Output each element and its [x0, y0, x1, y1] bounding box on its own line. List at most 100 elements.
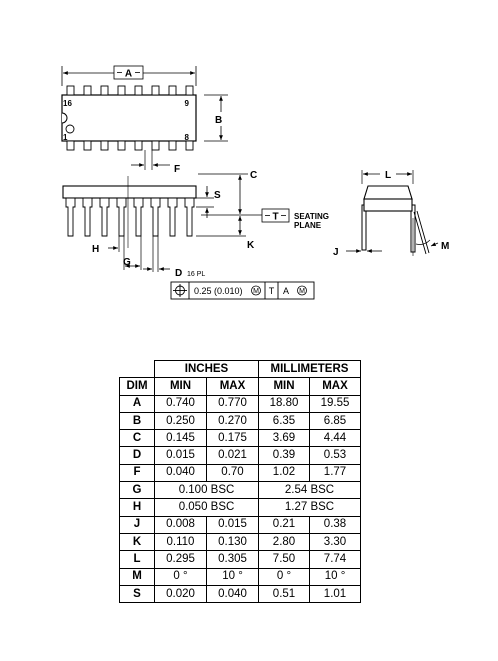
- dim-k-label: K: [247, 240, 255, 251]
- cell-mm-min: 7.50: [258, 550, 310, 569]
- group-header-inches: INCHES: [154, 359, 259, 379]
- cell-mm-min: 0.51: [258, 584, 310, 604]
- dim-d-label: D: [175, 268, 182, 279]
- dim-b-label: B: [215, 115, 222, 126]
- row-dim: B: [119, 411, 155, 431]
- table-row: J 0.008 0.015 0.21 0.38: [119, 515, 361, 534]
- cell-mm-bsc: 2.54 BSC: [258, 481, 361, 500]
- row-dim: G: [119, 481, 155, 500]
- cell-mm-max: 19.55: [309, 394, 361, 413]
- cell-in-max: 0.305: [206, 550, 259, 569]
- cell-mm-min: 6.35: [258, 411, 310, 431]
- row-dim: M: [119, 567, 155, 586]
- row-dim: L: [119, 550, 155, 569]
- cell-mm-max: 1.01: [309, 584, 361, 604]
- col-header-in-max: MAX: [206, 377, 259, 396]
- feature-control-frame: 0.25 (0.010) M T A M: [170, 281, 315, 300]
- cell-in-min: 0 °: [154, 567, 207, 586]
- table-column-header-row: DIM MIN MAX MIN MAX: [119, 377, 361, 396]
- cell-mm-max: 3.30: [309, 532, 361, 552]
- col-header-in-min: MIN: [154, 377, 207, 396]
- table-row: S 0.020 0.040 0.51 1.01: [119, 584, 361, 604]
- table-row: D 0.015 0.021 0.39 0.53: [119, 446, 361, 465]
- datum-a-label: A: [125, 69, 132, 80]
- package-body-end: [363, 185, 413, 200]
- top-view: A 16 9 1 8 B: [61, 65, 228, 175]
- cell-mm-min: 18.80: [258, 394, 310, 413]
- datum-ref-t: T: [269, 286, 275, 296]
- table-row: B 0.250 0.270 6.35 6.85: [119, 411, 361, 431]
- row-dim: F: [119, 463, 155, 483]
- dim-f-label: F: [174, 164, 180, 175]
- row-dim: A: [119, 394, 155, 413]
- table-row: G 0.100 BSC 2.54 BSC: [119, 481, 361, 500]
- cell-in-max: 0.015: [206, 515, 259, 534]
- dim-s-label: S: [214, 190, 221, 201]
- pin-1-mark: [65, 124, 75, 134]
- cell-in-min: 0.110: [154, 532, 207, 552]
- cell-in-bsc: 0.050 BSC: [154, 498, 259, 517]
- cell-mm-max: 10 °: [309, 567, 361, 586]
- cell-mm-max: 6.85: [309, 411, 361, 431]
- cell-mm-max: 0.53: [309, 446, 361, 465]
- col-header-dim: DIM: [119, 377, 155, 396]
- end-view: L J M: [333, 170, 449, 258]
- datum-a-modifier: M: [299, 288, 305, 295]
- cell-mm-min: 3.69: [258, 429, 310, 448]
- dim-g-label: G: [123, 257, 131, 268]
- cell-in-min: 0.008: [154, 515, 207, 534]
- cell-in-min: 0.040: [154, 463, 207, 483]
- col-header-mm-max: MAX: [309, 377, 361, 396]
- cell-mm-min: 0 °: [258, 567, 310, 586]
- cell-in-max: 0.770: [206, 394, 259, 413]
- dim-c-label: C: [250, 170, 257, 181]
- group-header-millimeters: MILLIMETERS: [258, 359, 361, 379]
- seating-plane-label-2: PLANE: [294, 221, 322, 230]
- package-outline-drawing: A 16 9 1 8 B: [61, 65, 449, 300]
- cell-mm-min: 0.21: [258, 515, 310, 534]
- dim-m-label: M: [441, 241, 449, 252]
- cell-in-max: 0.175: [206, 429, 259, 448]
- pin-number-9: 9: [185, 99, 190, 108]
- row-dim: C: [119, 429, 155, 448]
- cell-in-min: 0.015: [154, 446, 207, 465]
- cell-mm-min: 0.39: [258, 446, 310, 465]
- row-dim: S: [119, 584, 155, 604]
- seating-plane-label-1: SEATING: [294, 212, 329, 221]
- cell-in-max: 0.021: [206, 446, 259, 465]
- cell-mm-max: 7.74: [309, 550, 361, 569]
- dim-d-note: 16 PL: [187, 271, 205, 278]
- datum-t-label: T: [272, 212, 278, 223]
- cell-in-max: 10 °: [206, 567, 259, 586]
- cell-in-max: 0.270: [206, 411, 259, 431]
- datum-a-frame: [113, 65, 144, 80]
- row-dim: D: [119, 446, 155, 465]
- table-row: F 0.040 0.70 1.02 1.77: [119, 463, 361, 483]
- row-dim: J: [119, 515, 155, 534]
- package-body-side: [62, 185, 197, 199]
- row-dim: H: [119, 498, 155, 517]
- table-row: C 0.145 0.175 3.69 4.44: [119, 429, 361, 448]
- dim-l-label: L: [385, 170, 391, 181]
- top-pins: [66, 85, 194, 96]
- pin-number-1: 1: [63, 133, 68, 142]
- package-body-top: [61, 94, 197, 142]
- pin-number-16: 16: [63, 99, 72, 108]
- cell-in-bsc: 0.100 BSC: [154, 481, 259, 500]
- table-group-header-row: INCHES MILLIMETERS: [119, 359, 361, 379]
- table-row: H 0.050 BSC 1.27 BSC: [119, 498, 361, 517]
- row-dim: K: [119, 532, 155, 552]
- tolerance-value: 0.25 (0.010): [194, 286, 243, 296]
- cell-in-min: 0.740: [154, 394, 207, 413]
- cell-mm-min: 2.80: [258, 532, 310, 552]
- cell-in-min: 0.250: [154, 411, 207, 431]
- cell-in-max: 0.130: [206, 532, 259, 552]
- col-header-mm-min: MIN: [258, 377, 310, 396]
- side-view: T SEATING PLANE C K S H G D 16 PL: [62, 170, 329, 279]
- cell-mm-max: 0.38: [309, 515, 361, 534]
- cell-in-min: 0.145: [154, 429, 207, 448]
- cell-mm-max: 4.44: [309, 429, 361, 448]
- cell-in-min: 0.295: [154, 550, 207, 569]
- cell-in-min: 0.020: [154, 584, 207, 604]
- table-row: M 0 ° 10 ° 0 ° 10 °: [119, 567, 361, 586]
